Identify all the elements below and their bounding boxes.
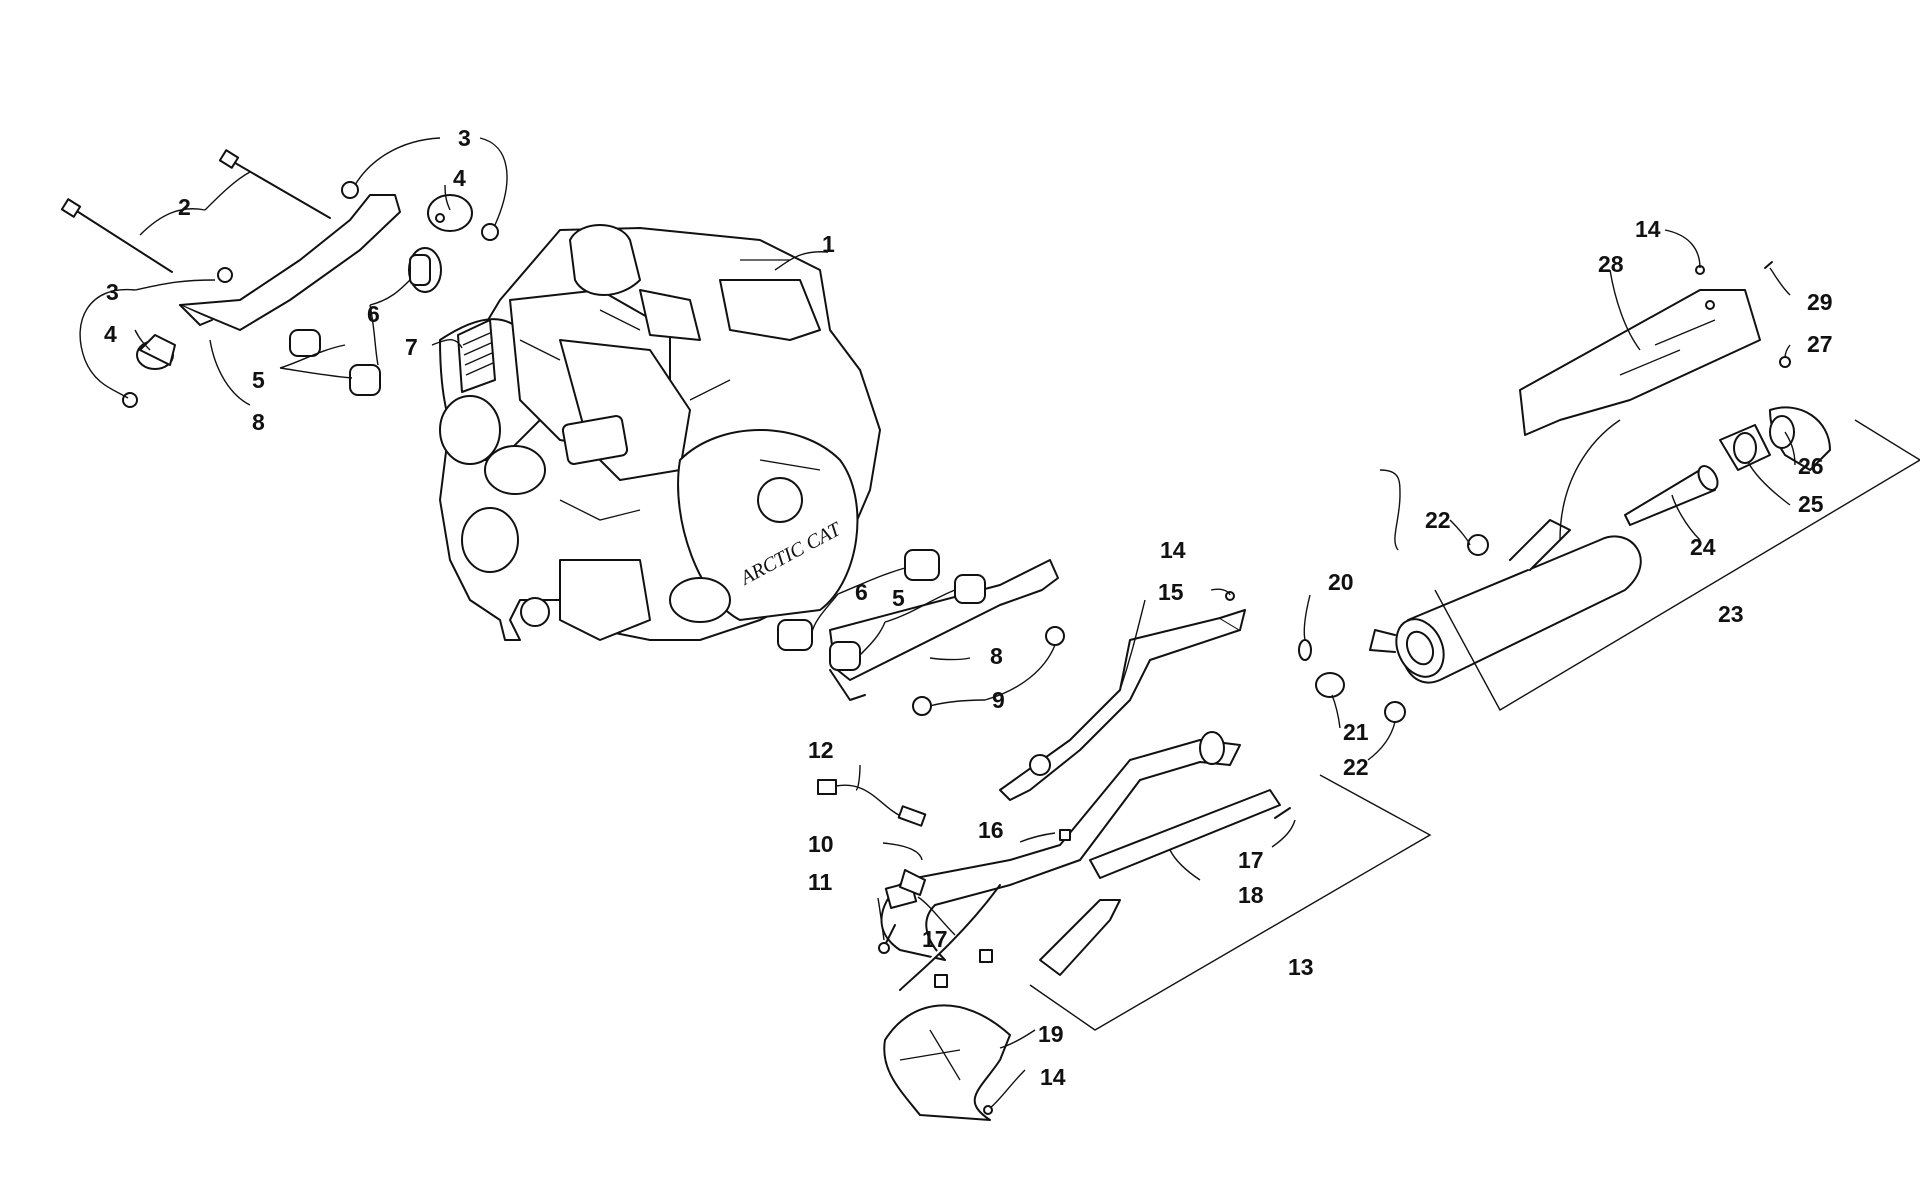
exhaust-bracket bbox=[999, 609, 1246, 801]
callout-27: 27 bbox=[1807, 331, 1833, 357]
callout-17: 17 bbox=[922, 926, 948, 952]
fasteners bbox=[1225, 261, 1791, 819]
callout-2: 2 bbox=[178, 194, 191, 220]
callout-9: 9 bbox=[992, 687, 1005, 713]
callout-6: 6 bbox=[855, 579, 868, 605]
callout-8: 8 bbox=[252, 409, 265, 435]
callout-26: 26 bbox=[1798, 453, 1824, 479]
callout-18: 18 bbox=[1238, 882, 1264, 908]
rail bbox=[1039, 789, 1281, 976]
callout-13: 13 bbox=[1288, 954, 1314, 980]
bushing bbox=[289, 247, 986, 671]
leader-lines bbox=[79, 137, 1920, 1109]
spark-arrester bbox=[1624, 465, 1719, 526]
callout-14: 14 bbox=[1635, 216, 1661, 242]
callout-11: 11 bbox=[808, 869, 833, 895]
gasket bbox=[878, 869, 926, 954]
mount bbox=[136, 194, 473, 370]
muffler bbox=[1369, 519, 1642, 684]
callout-16: 16 bbox=[978, 817, 1004, 843]
head-pipe bbox=[880, 731, 1241, 991]
clamp bbox=[1298, 639, 1345, 698]
callout-22: 22 bbox=[1343, 754, 1369, 780]
callout-29: 29 bbox=[1807, 289, 1833, 315]
engine: ARCTIC CAT bbox=[439, 224, 881, 641]
muffler-shield bbox=[1519, 289, 1761, 436]
callout-5: 5 bbox=[252, 367, 265, 393]
callout-4: 4 bbox=[104, 321, 117, 347]
callout-22: 22 bbox=[1425, 507, 1451, 533]
callout-24: 24 bbox=[1690, 534, 1716, 560]
exhaust-tip bbox=[1719, 406, 1831, 471]
callout-3: 3 bbox=[458, 125, 471, 151]
decal bbox=[457, 319, 496, 393]
callout-14: 14 bbox=[1040, 1064, 1066, 1090]
callout-21: 21 bbox=[1343, 719, 1369, 745]
callout-14: 14 bbox=[1160, 537, 1186, 563]
callout-28: 28 bbox=[1598, 251, 1624, 277]
callouts: 1 2 3 3 4 4 5 5 6 6 7 8 8 9 10 11 12 13 … bbox=[104, 125, 1833, 1090]
callout-23: 23 bbox=[1718, 601, 1744, 627]
callout-5: 5 bbox=[892, 585, 905, 611]
callout-10: 10 bbox=[808, 831, 834, 857]
callout-25: 25 bbox=[1798, 491, 1824, 517]
nut bbox=[122, 181, 499, 408]
callout-1: 1 bbox=[822, 231, 835, 257]
callout-4: 4 bbox=[453, 165, 466, 191]
callout-6: 6 bbox=[367, 301, 380, 327]
bracket bbox=[179, 194, 1059, 701]
bolt bbox=[60, 149, 331, 273]
nut-9 bbox=[912, 626, 1065, 716]
callout-19: 19 bbox=[1038, 1021, 1064, 1047]
callout-20: 20 bbox=[1328, 569, 1354, 595]
callout-3: 3 bbox=[106, 279, 119, 305]
heat-shield bbox=[883, 1004, 1011, 1121]
callout-7: 7 bbox=[405, 334, 418, 360]
callout-15: 15 bbox=[1158, 579, 1184, 605]
callout-17: 17 bbox=[1238, 847, 1264, 873]
callout-8: 8 bbox=[990, 643, 1003, 669]
sensor bbox=[817, 779, 927, 827]
callout-12: 12 bbox=[808, 737, 834, 763]
